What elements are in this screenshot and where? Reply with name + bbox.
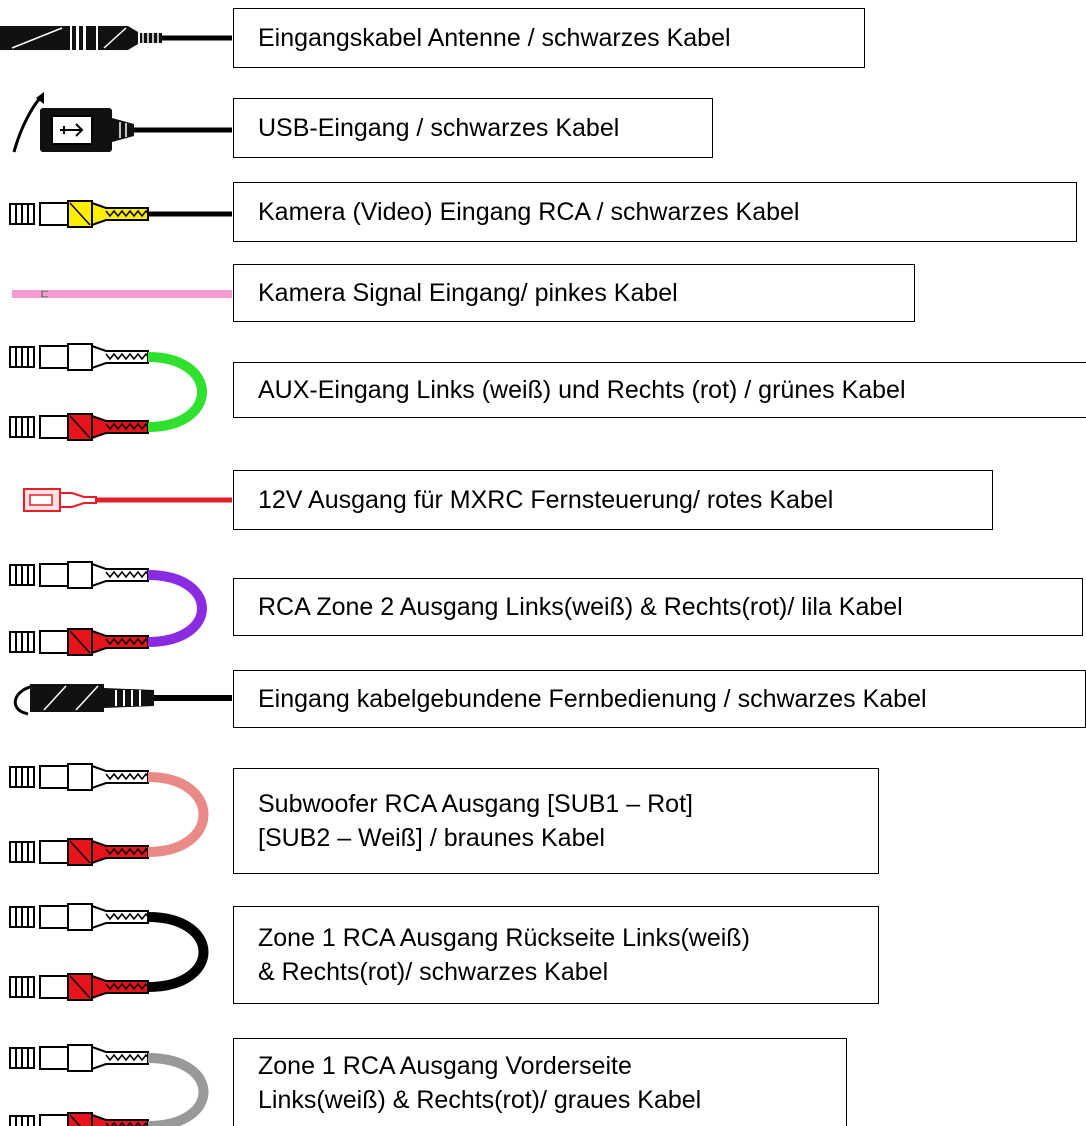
label-camera-signal-input: Kamera Signal Eingang/ pinkes Kabel <box>233 264 915 322</box>
label-subwoofer-output: Subwoofer RCA Ausgang [SUB1 – Rot] [SUB2… <box>233 768 879 874</box>
label-zone1-front-output: Zone 1 RCA Ausgang Vorderseite Links(wei… <box>233 1038 847 1126</box>
spade-terminal-icon <box>23 488 232 512</box>
label-aux-input: AUX-Eingang Links (weiß) und Rechts (rot… <box>233 362 1086 418</box>
label-text: RCA Zone 2 Ausgang Links(weiß) & Rechts(… <box>258 593 903 621</box>
label-text-line: Zone 1 RCA Ausgang Vorderseite <box>258 1051 632 1080</box>
label-text: AUX-Eingang Links (weiß) und Rechts (rot… <box>258 376 906 404</box>
label-text: Kamera (Video) Eingang RCA / schwarzes K… <box>258 198 800 226</box>
rca-pair-gray-icon <box>9 1044 209 1126</box>
label-antenna-input: Eingangskabel Antenne / schwarzes Kabel <box>233 8 865 68</box>
rca-pair-green-icon <box>9 343 207 441</box>
label-text-line: Subwoofer RCA Ausgang [SUB1 – Rot] <box>258 790 693 818</box>
label-text-line: Zone 1 RCA Ausgang Rückseite Links(weiß) <box>258 924 750 952</box>
pink-wire-end-icon <box>12 290 232 298</box>
label-text-line: Links(weiß) & Rechts(rot)/ graues Kabel <box>258 1085 702 1114</box>
label-text: 12V Ausgang für MXRC Fernsteuerung/ rote… <box>258 486 834 514</box>
label-text: Kamera Signal Eingang/ pinkes Kabel <box>258 279 678 307</box>
label-text: Eingang kabelgebundene Fernbedienung / s… <box>258 685 927 713</box>
rca-pair-black-icon <box>9 903 209 1001</box>
label-text-line: [SUB2 – Weiß] / braunes Kabel <box>258 824 605 852</box>
rca-yellow-plug-icon <box>9 200 232 228</box>
antenna-plug-icon <box>0 26 232 50</box>
label-zone1-rear-output: Zone 1 RCA Ausgang Rückseite Links(weiß)… <box>233 906 879 1004</box>
label-text-line: & Rechts(rot)/ schwarzes Kabel <box>258 958 609 986</box>
label-text: USB-Eingang / schwarzes Kabel <box>258 114 620 142</box>
label-usb-input: USB-Eingang / schwarzes Kabel <box>233 98 713 158</box>
rca-pair-purple-icon <box>9 561 207 656</box>
label-rca-zone2-output: RCA Zone 2 Ausgang Links(weiß) & Rechts(… <box>233 578 1083 636</box>
label-12v-output: 12V Ausgang für MXRC Fernsteuerung/ rote… <box>233 470 993 530</box>
rca-pair-brown-icon <box>9 763 209 866</box>
remote-plug-icon <box>13 684 232 716</box>
label-text: Eingangskabel Antenne / schwarzes Kabel <box>258 24 731 52</box>
label-camera-video-input: Kamera (Video) Eingang RCA / schwarzes K… <box>233 182 1077 242</box>
usb-plug-icon <box>12 92 232 153</box>
label-wired-remote-input: Eingang kabelgebundene Fernbedienung / s… <box>233 670 1086 728</box>
